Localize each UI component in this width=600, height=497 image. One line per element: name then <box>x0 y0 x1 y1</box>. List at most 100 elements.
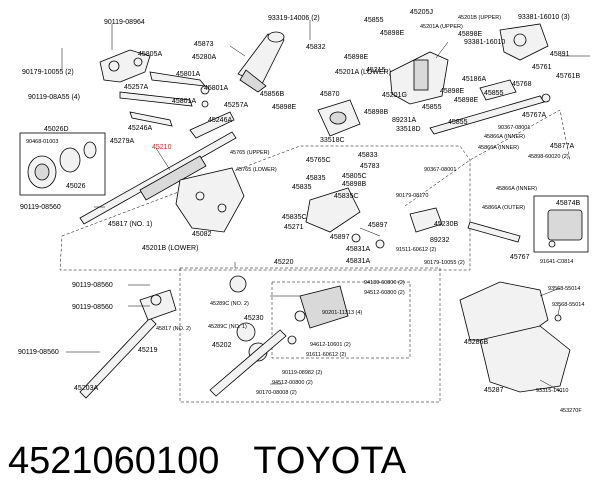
callout-33518d: 33518D <box>396 126 421 133</box>
part-number: 4521060100 <box>8 440 220 482</box>
callout-45866a-inner-1: 45866A (INNER) <box>484 134 525 140</box>
upper-housing-tube <box>237 31 285 93</box>
callout-45761b: 45761B <box>556 73 580 80</box>
callout-45186a: 45186A <box>462 76 486 83</box>
callout-45817-no1: 45817 (NO. 1) <box>108 221 152 228</box>
callout-45877a: 45877A <box>550 143 574 150</box>
callout-45898e-5: 45898E <box>440 88 464 95</box>
callout-45246a-2: 45246A <box>208 117 232 124</box>
callout-45833: 45833 <box>358 152 378 159</box>
callout-90119-08a55: 90119-08A55 (4) <box>28 94 80 101</box>
callout-45870: 45870 <box>320 91 340 98</box>
upper-bracket-part <box>99 49 151 83</box>
callout-45201g: 45201G <box>382 92 407 99</box>
callout-89232: 89232 <box>430 237 450 244</box>
callout-45201a-lower: 45201A (LOWER) <box>335 69 391 76</box>
callout-45831a-2: 45831A <box>346 258 370 265</box>
callout-45835-2: 45835 <box>292 184 312 191</box>
callout-89231a: 89231A <box>392 117 416 124</box>
callout-45287: 45287 <box>484 387 504 394</box>
callout-45866a-outer: 45866A (OUTER) <box>482 205 525 211</box>
callout-45289c-no1: 45289C (NO. 1) <box>208 324 247 330</box>
callout-45767a: 45767A <box>522 112 546 119</box>
callout-45898b-1: 45898B <box>364 109 388 116</box>
callout-45271: 45271 <box>284 224 304 231</box>
callout-45898e-3: 45898E <box>272 104 296 111</box>
callout-45210-highlighted: 45210 <box>152 144 172 151</box>
callout-45855-2: 45855 <box>484 90 504 97</box>
callout-45874b: 45874B <box>556 200 580 207</box>
callout-90179-10055: 90179-10055 (2) <box>22 69 74 76</box>
callout-45783: 45783 <box>360 163 380 170</box>
callout-45257a-2: 45257A <box>224 102 248 109</box>
callout-45286b: 45286B <box>464 339 488 346</box>
callout-45289c-no2: 45289C (NO. 2) <box>210 301 249 307</box>
callout-93568-55014-2: 93568-55014 <box>552 302 584 308</box>
callout-93381-16010-3: 93381-16010 (3) <box>518 14 570 21</box>
callout-45230: 45230 <box>244 315 264 322</box>
callout-45898e-6: 45898E <box>454 97 478 104</box>
inset-box-45874b <box>533 195 589 253</box>
callout-90201-11313: 90201-11313 (4) <box>322 310 362 316</box>
callout-45082: 45082 <box>192 231 212 238</box>
callout-90367-08001-1: 90367-08001 <box>498 125 530 131</box>
callout-45831a-1: 45831A <box>346 246 370 253</box>
callout-45765-upper: 45765 (UPPER) <box>230 150 270 156</box>
callout-45201b-lower: 45201B (LOWER) <box>142 245 198 252</box>
callout-45765c: 45765C <box>306 157 331 164</box>
callout-45855-1: 45855 <box>364 17 384 24</box>
callout-45898e-1: 45898E <box>380 30 404 37</box>
lever-and-knob <box>467 209 583 248</box>
callout-45898-60020: 45898-60020 (2) <box>528 154 569 160</box>
callout-45897-1: 45897 <box>368 222 388 229</box>
universal-joint-assembly <box>209 275 349 397</box>
callout-45832: 45832 <box>306 44 326 51</box>
callout-45801a-2: 45801A <box>204 85 228 92</box>
upper-right-bracket <box>389 51 449 105</box>
callout-93315-14010: 93315-14010 <box>536 388 568 394</box>
callout-45898e-4: 45898E <box>458 31 482 38</box>
callout-91641-c0814: 91641-C0814 <box>540 259 573 265</box>
callout-45855-3: 45855 <box>422 104 442 111</box>
callout-45866a-inner-2: 45866A (INNER) <box>478 145 519 151</box>
main-steering-shaft <box>79 111 237 225</box>
leader-lines <box>61 20 590 393</box>
callout-45767: 45767 <box>510 254 530 261</box>
callout-93568-55014-1: 93568-55014 <box>548 286 580 292</box>
callout-45219: 45219 <box>138 347 158 354</box>
callout-94612-10601: 94612-10601 (2) <box>310 342 351 348</box>
callout-45856b: 45856B <box>260 91 284 98</box>
column-covers <box>459 281 571 393</box>
lock-housing-parts <box>305 187 443 249</box>
callout-45835c-2: 45835C <box>282 214 307 221</box>
callout-90367-08001-2: 90367-08001 <box>424 167 456 173</box>
tilt-mechanism <box>479 23 549 101</box>
intermediate-shaft <box>79 289 177 399</box>
callout-94512-00800: 94512-00800 (2) <box>272 380 313 386</box>
tilt-lever-parts <box>119 71 210 127</box>
callout-45898b-2: 45898B <box>342 181 366 188</box>
callout-45801a-1: 45801A <box>176 71 200 78</box>
callout-45801a-3: 45801A <box>172 98 196 105</box>
callout-45805c: 45805C <box>342 173 367 180</box>
callout-90179-10055-lower: 90179-10055 (2) <box>424 260 465 266</box>
callout-45220: 45220 <box>274 259 294 266</box>
callout-45205j: 45205J <box>410 9 433 16</box>
lower-column-bracket <box>175 167 245 233</box>
callout-45805a: 45805A <box>138 51 162 58</box>
callout-45761: 45761 <box>532 64 552 71</box>
callout-94512-60800: 94512-60800 (2) <box>364 290 405 296</box>
callout-45855-4: 45855 <box>448 119 468 126</box>
callout-45898e-2: 45898E <box>344 54 368 61</box>
callout-33518c: 33518C <box>320 137 345 144</box>
assembly-boundaries <box>59 109 571 403</box>
callout-45835c-1: 45835C <box>334 193 359 200</box>
callout-90119-08560-3: 90119-08560 <box>72 304 113 311</box>
diagram-code: 453270F <box>560 408 582 414</box>
callout-45203a: 45203A <box>74 385 98 392</box>
callout-45280a: 45280A <box>192 54 216 61</box>
callout-45201b-upper: 45201B (UPPER) <box>458 15 501 21</box>
callout-45768: 45768 <box>512 81 532 88</box>
callout-90119-08964: 90119-08964 <box>104 19 145 26</box>
